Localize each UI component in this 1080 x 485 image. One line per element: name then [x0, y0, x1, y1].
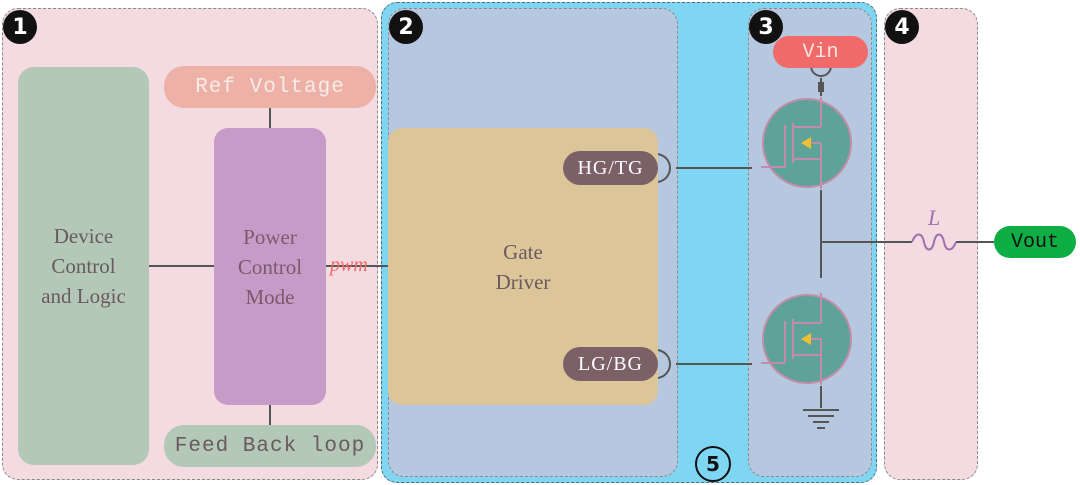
gate-driver-line2: Driver: [495, 269, 551, 294]
pwm-label: pwm: [330, 254, 368, 276]
section-4-panel: [884, 8, 978, 480]
device-control-line2: Control: [51, 254, 116, 278]
section-5-badge: 5: [695, 446, 731, 482]
lg-bg-pin: LG/BG: [563, 347, 658, 381]
power-control-line3: Mode: [245, 284, 295, 309]
ground-icon: [803, 409, 839, 429]
power-control-line2: Control: [237, 254, 303, 279]
section-2-badge: 2: [389, 10, 423, 44]
feedback-loop-block: Feed Back loop: [164, 425, 376, 467]
section-3-badge: 3: [749, 10, 783, 44]
mosfet-high-icon: [761, 97, 852, 189]
device-control-line1: Device: [53, 224, 114, 248]
mosfet-low-icon: [761, 293, 852, 385]
inductor-label: L: [928, 205, 941, 230]
hg-tg-pin: HG/TG: [563, 151, 658, 185]
inductor-icon: [911, 233, 957, 251]
power-control-line1: Power: [243, 224, 297, 249]
device-control-line3: and Logic: [41, 284, 126, 308]
power-control-block: Power Control Mode: [214, 128, 326, 405]
section-1-badge: 1: [3, 10, 37, 44]
gate-driver-line1: Gate: [503, 239, 543, 264]
vout-terminal: Vout: [994, 226, 1076, 258]
vin-terminal: Vin: [773, 36, 868, 68]
ref-voltage-block: Ref Voltage: [164, 66, 376, 108]
device-control-block: Device Control and Logic: [18, 67, 149, 465]
section-4-badge: 4: [885, 10, 919, 44]
